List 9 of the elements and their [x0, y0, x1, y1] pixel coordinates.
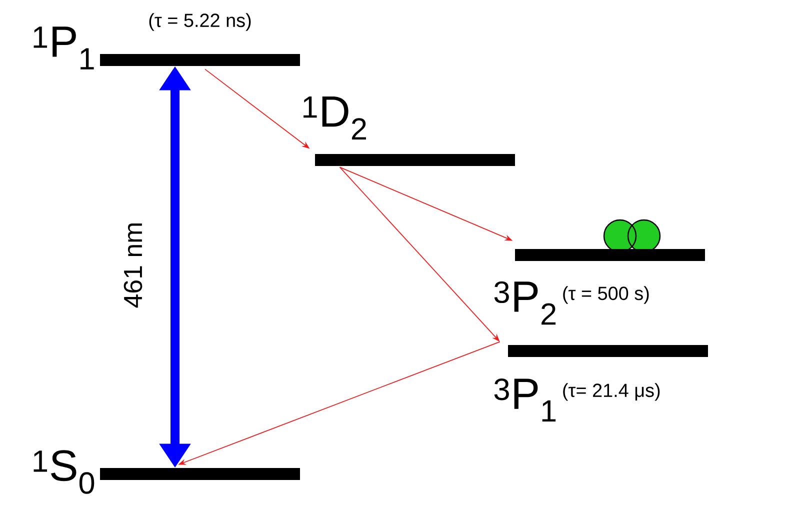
level-label: $^{1}$P$_{1}$: [34, 26, 94, 70]
level-label: $^{1}$S$_{0}$: [34, 450, 94, 494]
edge-label: 461 nm: [122, 220, 144, 310]
level-label: $^{3}$P$_{1}$: [494, 378, 556, 422]
level-label: $^{3}$P$_{2}$: [494, 281, 556, 325]
lifetime-label: (τ= 21.4 μs): [563, 383, 660, 401]
level-label: $^{1}$D$_{2}$: [304, 96, 366, 140]
lifetime-label: (τ = 500 s): [563, 286, 649, 304]
lifetime-label: (τ = 5.22 ns): [149, 13, 251, 31]
